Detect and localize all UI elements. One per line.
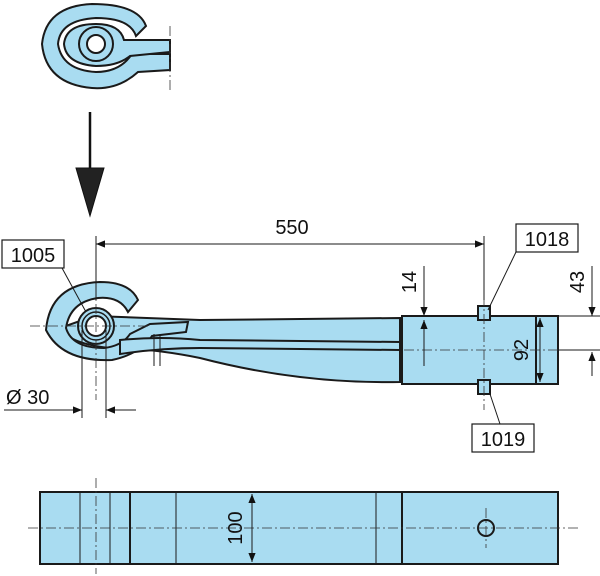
dimension-diameter-label: Ø 30 xyxy=(6,387,49,409)
dimension-14: 14 xyxy=(399,266,430,366)
dimension-100-label: 100 xyxy=(225,511,247,544)
dimension-550-label: 550 xyxy=(275,217,308,239)
second-leaf xyxy=(119,337,401,356)
dimension-92-label: 92 xyxy=(511,339,533,361)
dimension-14-label: 14 xyxy=(399,271,421,293)
callout-1019-label: 1019 xyxy=(481,429,526,451)
callout-1018-label: 1018 xyxy=(525,229,570,251)
dimension-92: 92 xyxy=(511,318,544,382)
top-view xyxy=(28,478,578,574)
down-arrow-icon xyxy=(75,112,105,218)
detail-bushing-inner xyxy=(86,34,106,54)
callout-1005: 1005 xyxy=(1,239,87,313)
callout-1005-label: 1005 xyxy=(11,245,56,267)
eye-detail-view xyxy=(40,2,171,92)
detail-outer-wrap xyxy=(40,2,171,90)
eye-wrap xyxy=(44,280,190,362)
callout-1019: 1019 xyxy=(471,393,535,453)
dimension-43-label: 43 xyxy=(567,271,589,293)
dimension-diameter-30: Ø 30 xyxy=(4,330,136,418)
dimension-550: 550 xyxy=(95,217,485,300)
dimension-43: 43 xyxy=(558,266,600,376)
side-view xyxy=(30,268,560,410)
callout-1018: 1018 xyxy=(487,223,579,311)
dimension-100: 100 xyxy=(225,494,256,562)
